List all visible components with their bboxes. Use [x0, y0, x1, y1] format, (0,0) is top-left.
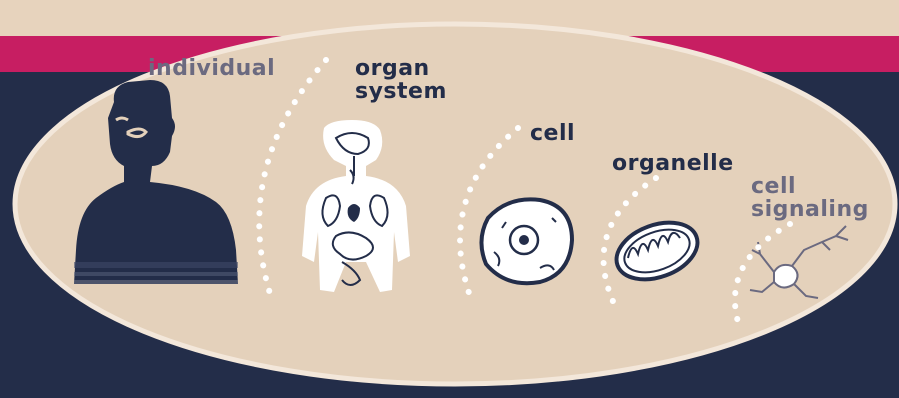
label-organ: organ [355, 57, 430, 80]
label-cell-signaling-2: signaling [751, 198, 869, 221]
label-system: system [355, 80, 447, 103]
label-individual: individual [148, 57, 275, 80]
label-cell-signaling-1: cell [751, 175, 796, 198]
cell-icon [481, 199, 572, 283]
label-cell: cell [530, 122, 575, 145]
label-organelle: organelle [612, 152, 734, 175]
